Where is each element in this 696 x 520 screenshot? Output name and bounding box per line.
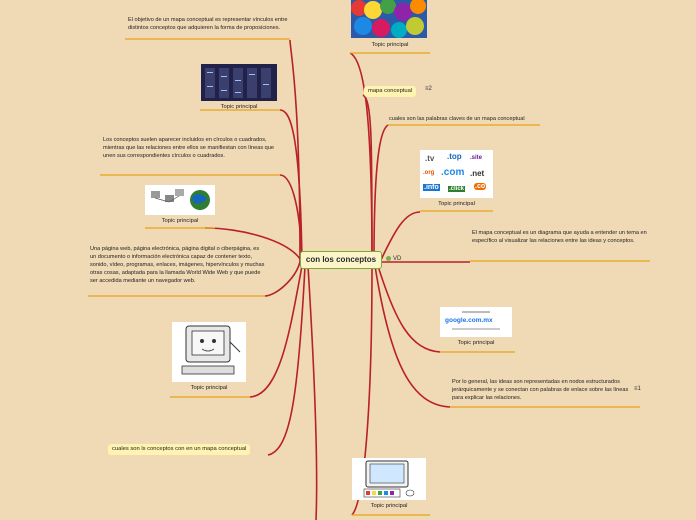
text-pagina-web[interactable]: Una página web, página electrónica, pági… (90, 246, 265, 284)
connector-jerarquia (374, 265, 451, 408)
connector-circulos (279, 174, 303, 263)
domain-extensions-image: .tv .top .site .org .com .net .info .cli… (420, 150, 493, 198)
pill-mapa-conceptual[interactable]: mapa conceptual (364, 86, 417, 97)
connector-computer-left (249, 265, 303, 398)
central-marker: VD (386, 256, 401, 262)
connector-google (377, 265, 441, 353)
connector-mapa (362, 94, 373, 263)
connector-paginaweb (264, 261, 301, 297)
connector-network (204, 227, 303, 263)
text-conceptos-circulos[interactable]: Los conceptos suelen aparecer incluidos … (103, 137, 275, 159)
text-definicion[interactable]: El mapa conceptual es un diagrama que ay… (472, 230, 647, 244)
domain-balls-image (351, 0, 427, 38)
topic-principal-domains[interactable]: Topic principal (438, 201, 475, 207)
computer-keyboard-image (352, 458, 426, 500)
domain-click: .click (448, 186, 466, 192)
jerarquia-count-badge: ≡1 (634, 386, 641, 392)
cartoon-computer-image (172, 322, 246, 382)
domain-top: .top (447, 152, 462, 161)
topic-principal-top-right[interactable]: Topic principal (371, 42, 409, 48)
domain-co: .co (474, 183, 487, 190)
mapa-count-value: 2 (428, 86, 432, 92)
connector-bottom (307, 265, 318, 520)
text-jerarquia[interactable]: Por lo general, las ideas son representa… (452, 379, 629, 401)
connector-domains (379, 211, 421, 263)
mapa-count-badge: ≡2 (425, 86, 432, 92)
domain-site: .site (470, 155, 483, 161)
topic-principal-network[interactable]: Topic principal (161, 218, 199, 224)
connector-computer-right (351, 265, 373, 516)
server-racks-image (201, 64, 277, 101)
network-globe-image (145, 185, 215, 215)
google-image-decoration (462, 311, 490, 313)
domain-net: .net (470, 169, 485, 178)
text-objetivo[interactable]: El objetivo de un mapa conceptual es rep… (128, 17, 288, 31)
domain-org: .org (423, 170, 435, 176)
central-topic[interactable]: con los conceptos (300, 251, 382, 269)
jerarquia-count-value: 1 (637, 386, 641, 392)
connector-servers (279, 109, 303, 263)
google-logo-text: google.com.mx (445, 317, 493, 324)
list-icon: ≡ (425, 86, 429, 92)
pill-cuales-conceptos[interactable]: cuales son ls conceptos con en un mapa c… (108, 444, 251, 455)
domain-tv: .tv (425, 154, 435, 163)
connector-topright (349, 52, 373, 263)
google-com-mx-image: google.com.mx (440, 307, 512, 337)
google-image-decoration-bottom (452, 328, 500, 330)
list-icon: ≡ (634, 386, 638, 392)
topic-principal-google[interactable]: Topic principal (457, 340, 495, 346)
topic-principal-computer-right[interactable]: Topic principal (370, 503, 408, 509)
topic-principal-servers[interactable]: Topic principal (220, 104, 258, 110)
text-palabras-clave[interactable]: cuales son las palabras claves de un map… (389, 116, 525, 122)
connector-palabras (373, 124, 389, 263)
marker-dot-icon (386, 256, 391, 261)
connector-cuales (267, 265, 306, 456)
marker-label: VD (393, 256, 402, 263)
topic-principal-computer-left[interactable]: Topic principal (190, 385, 228, 391)
connector-objetivo (289, 39, 301, 263)
domain-com: .com (441, 167, 465, 178)
domain-info: .info (423, 184, 440, 191)
